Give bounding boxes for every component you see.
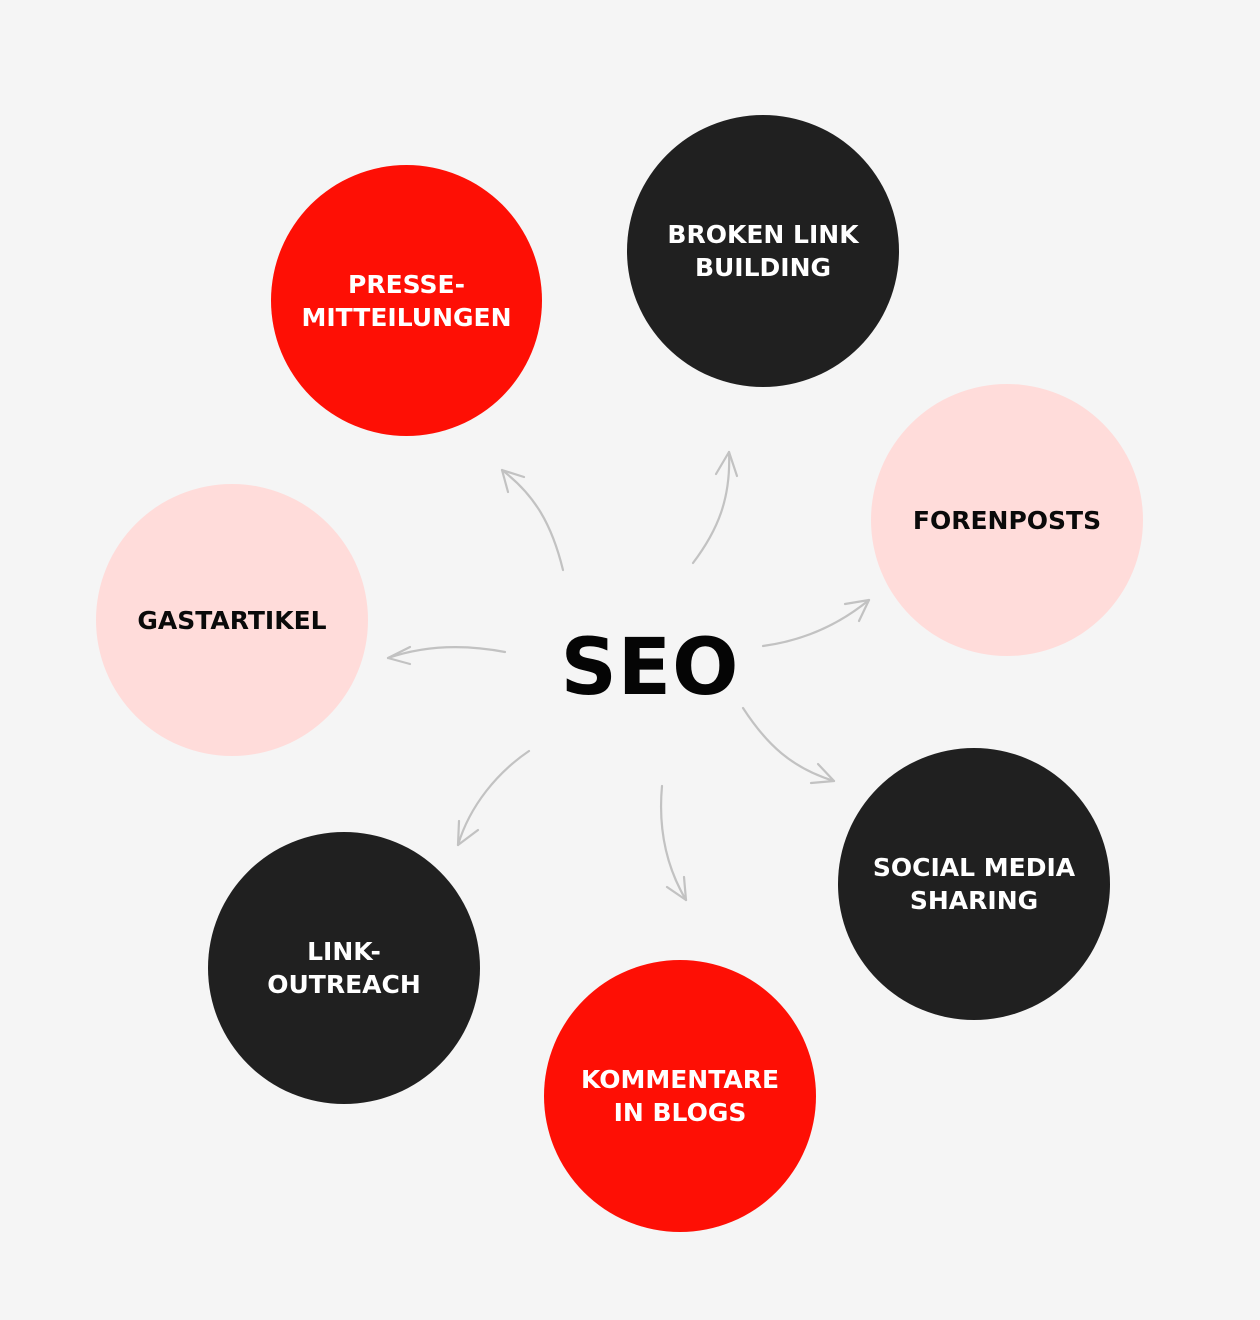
- arrow-to-gastartikel: [386, 645, 507, 666]
- node-label-link-outreach: LINK- OUTREACH: [267, 937, 421, 999]
- node-broken-link-building: BROKEN LINK BUILDING: [627, 115, 899, 387]
- node-social-media-sharing: SOCIAL MEDIA SHARING: [838, 748, 1110, 1020]
- node-pressemitteilungen: PRESSE- MITTEILUNGEN: [271, 165, 542, 436]
- node-link-outreach: LINK- OUTREACH: [208, 832, 480, 1104]
- arrow-to-forenposts: [761, 598, 871, 648]
- node-gastartikel: GASTARTIKEL: [96, 484, 368, 756]
- node-label-broken-link-building: BROKEN LINK BUILDING: [667, 220, 859, 282]
- arrow-to-social-media-sharing: [741, 706, 836, 785]
- arrow-to-link-outreach: [456, 749, 531, 847]
- node-label-gastartikel: GASTARTIKEL: [137, 605, 327, 635]
- node-label-forenposts: FORENPOSTS: [912, 505, 1102, 535]
- arrow-to-broken-link-building: [691, 450, 739, 565]
- center-seo-title: SEO: [560, 623, 740, 713]
- node-forenposts: FORENPOSTS: [871, 384, 1143, 656]
- node-kommentare-in-blogs: KOMMENTARE IN BLOGS: [544, 960, 816, 1232]
- node-label-social-media-sharing: SOCIAL MEDIA SHARING: [872, 853, 1076, 915]
- arrow-to-pressemitteilungen: [500, 468, 565, 572]
- node-label-pressemitteilungen: PRESSE- MITTEILUNGEN: [301, 269, 512, 332]
- node-label-kommentare-in-blogs: KOMMENTARE IN BLOGS: [580, 1065, 780, 1127]
- arrow-to-kommentare-in-blogs: [659, 784, 688, 902]
